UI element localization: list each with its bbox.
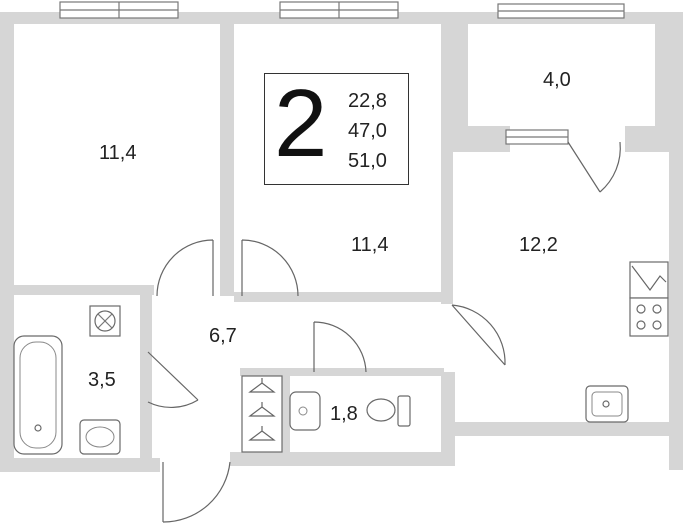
toilet-fixtures xyxy=(289,391,411,431)
kitchen-counter xyxy=(629,261,669,299)
room-area-kitchen: 12,2 xyxy=(519,234,558,256)
rooms-count: 2 xyxy=(274,70,328,177)
room-area-bedroom-middle: 11,4 xyxy=(351,234,389,256)
wardrobe xyxy=(241,375,283,453)
wall-bedroom-bath xyxy=(14,285,154,295)
interior-walls xyxy=(14,24,453,460)
wall-bedroom2-bottom xyxy=(234,292,444,302)
right-wall xyxy=(669,150,683,470)
total-area: 47,0 xyxy=(348,120,387,142)
room-area-balcony: 4,0 xyxy=(543,69,571,91)
bottom-wall-left xyxy=(0,458,160,472)
wardrobe-hanger-icon xyxy=(248,402,276,417)
door-swing-icon xyxy=(313,321,367,373)
apartment-summary: 2 22,8 47,0 51,0 xyxy=(264,73,409,185)
total-area-with-balcony: 51,0 xyxy=(348,150,387,172)
windows xyxy=(59,1,625,145)
wardrobe-box xyxy=(241,375,283,453)
room-area-toilet: 1,8 xyxy=(330,403,358,425)
wardrobe-hanger-icon xyxy=(248,378,276,393)
kitchen-fixtures xyxy=(585,261,669,423)
door-swing-icon xyxy=(451,304,506,366)
room-area-bathroom: 3,5 xyxy=(88,369,116,391)
bottom-wall-right xyxy=(455,422,683,436)
wardrobe-hanger-icon xyxy=(248,426,276,441)
toilet-icon xyxy=(366,398,396,422)
wall-closet-toilet xyxy=(282,372,290,452)
vent-icon xyxy=(631,265,667,292)
living-area: 22,8 xyxy=(348,90,387,112)
stove-icon xyxy=(629,297,669,337)
bottom-step-wall xyxy=(441,372,455,466)
door-swing-icon xyxy=(241,239,299,297)
door-swing-icon xyxy=(567,141,621,193)
door-swing-icon xyxy=(162,461,231,523)
balcony-bottom-wall-left xyxy=(446,126,510,152)
room-area-bedroom-left: 11,4 xyxy=(99,142,137,164)
bottom-wall-middle xyxy=(230,452,455,466)
left-wall xyxy=(0,12,14,472)
wall-between-bedrooms xyxy=(220,24,234,296)
door-swing-icon xyxy=(147,351,199,409)
wall-bedroom-kitchen xyxy=(441,24,453,304)
bathroom-fixtures xyxy=(13,305,121,455)
toilet-tank xyxy=(397,395,411,427)
area-summary: 22,8 47,0 51,0 xyxy=(348,86,387,176)
doors xyxy=(147,141,621,523)
room-area-hallway: 6,7 xyxy=(209,325,237,347)
wall-closet-top xyxy=(240,368,444,376)
wall-bath-hall xyxy=(140,290,152,460)
door-swing-icon xyxy=(156,239,214,297)
balcony-bottom-wall-right xyxy=(625,126,683,152)
